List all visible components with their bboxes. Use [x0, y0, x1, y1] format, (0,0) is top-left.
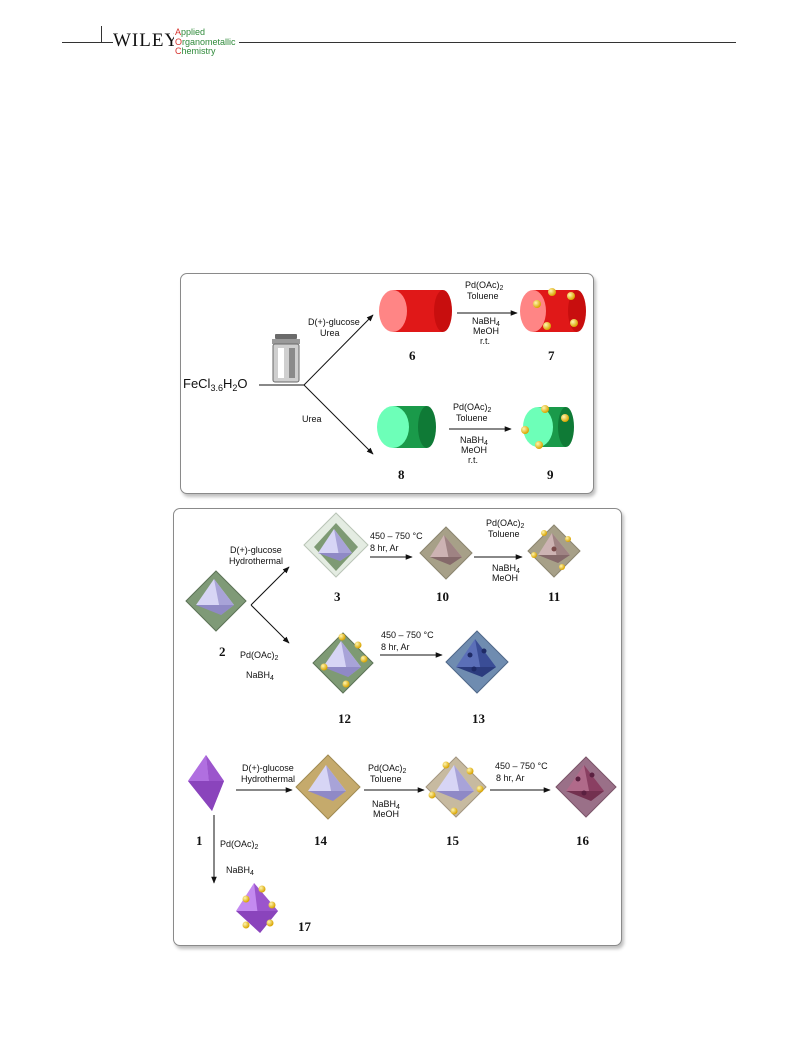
hydrothermal-upper: Hydrothermal — [229, 556, 283, 566]
label-2: 2 — [219, 644, 226, 659]
octahedron-11 — [527, 524, 581, 578]
nabh4-upper: NaBH4 — [472, 316, 500, 328]
rt-lower: r.t. — [468, 455, 478, 465]
hydrothermal-lower: Hydrothermal — [241, 774, 295, 784]
meoh-10-11: MeOH — [492, 573, 518, 583]
octahedron-12 — [312, 632, 374, 694]
scheme-a-panel: FeCl3.6H2O D(+)-glucose Urea Urea 6 Pd(O… — [180, 273, 594, 494]
journal-line-2: Organometallic — [175, 36, 236, 47]
label-15: 15 — [446, 833, 460, 848]
octahedron-2 — [185, 570, 247, 632]
branch-arrow-to-12 — [250, 604, 290, 644]
upper-condition-urea: Urea — [320, 328, 340, 338]
journal-line-3: Chemistry — [175, 46, 216, 56]
scheme-b-panel: 2 D(+)-glucose Hydrothermal Pd(OAc)2 NaB… — [173, 508, 622, 946]
toluene-10-11: Toluene — [488, 529, 520, 539]
reactant-formula: FeCl3.6H2O — [183, 376, 248, 393]
octahedron-3 — [303, 512, 369, 578]
label-7: 7 — [548, 348, 555, 363]
calcination-3-10-atm: 8 hr, Ar — [370, 543, 399, 553]
calcination-3-10-temp: 450 – 750 °C — [370, 531, 423, 541]
label-14: 14 — [314, 833, 328, 848]
red-cylinder-7 — [520, 288, 586, 332]
toluene-14-15: Toluene — [370, 774, 402, 784]
nabh4-14-15: NaBH4 — [372, 799, 400, 811]
calcination-15-16-atm: 8 hr, Ar — [496, 773, 525, 783]
octahedron-16 — [555, 756, 617, 818]
octahedron-17 — [236, 883, 278, 933]
pd-oac-12: Pd(OAc)2 — [240, 650, 279, 662]
label-9: 9 — [547, 467, 554, 482]
calcination-15-16-temp: 450 – 750 °C — [495, 761, 548, 771]
toluene-lower: Toluene — [456, 413, 488, 423]
octahedron-13 — [445, 630, 509, 694]
meoh-upper: MeOH — [473, 326, 499, 336]
meoh-lower: MeOH — [461, 445, 487, 455]
autoclave-icon — [272, 334, 300, 383]
header-rule — [62, 42, 736, 43]
nabh4-10-11: NaBH4 — [492, 563, 520, 575]
green-cylinder-9 — [521, 405, 574, 449]
branch-arrow-to-3 — [250, 566, 290, 606]
pd-oac-14-15: Pd(OAc)2 — [368, 763, 407, 775]
upper-condition-glucose: D(+)-glucose — [308, 317, 360, 327]
red-cylinder-6 — [379, 290, 452, 332]
octahedron-15 — [425, 756, 487, 818]
octahedron-14 — [295, 754, 361, 820]
pd-oac-10-11: Pd(OAc)2 — [486, 518, 525, 530]
pd-oac-lower: Pd(OAc)2 — [453, 402, 492, 414]
label-10: 10 — [436, 589, 449, 604]
label-11: 11 — [548, 589, 560, 604]
label-8: 8 — [398, 467, 405, 482]
pd-oac-17: Pd(OAc)2 — [220, 839, 259, 851]
publisher-logo: WILEY — [113, 30, 182, 51]
label-13: 13 — [472, 711, 486, 726]
nabh4-17: NaBH4 — [226, 865, 254, 877]
nabh4-lower: NaBH4 — [460, 435, 488, 447]
calcination-12-13-temp: 450 – 750 °C — [381, 630, 434, 640]
lower-branch-arrow — [303, 384, 374, 455]
label-16: 16 — [576, 833, 590, 848]
octahedron-1 — [188, 755, 224, 811]
header-tick — [101, 26, 102, 42]
meoh-14-15: MeOH — [373, 809, 399, 819]
nabh4-12: NaBH4 — [246, 670, 274, 682]
journal-name: Applied Organometallic Chemistry — [174, 27, 239, 57]
octahedron-10 — [419, 526, 473, 580]
toluene-upper: Toluene — [467, 291, 499, 301]
label-12: 12 — [338, 711, 351, 726]
label-3: 3 — [334, 589, 341, 604]
label-17: 17 — [298, 919, 312, 934]
calcination-12-13-atm: 8 hr, Ar — [381, 642, 410, 652]
green-cylinder-8 — [377, 406, 436, 448]
glucose-upper: D(+)-glucose — [230, 545, 282, 555]
upper-branch-arrow — [303, 314, 374, 386]
rt-upper: r.t. — [480, 336, 490, 346]
label-1: 1 — [196, 833, 203, 848]
scheme-b-figure: 2 D(+)-glucose Hydrothermal Pd(OAc)2 NaB… — [185, 512, 617, 934]
pd-oac-upper: Pd(OAc)2 — [465, 280, 504, 292]
glucose-lower: D(+)-glucose — [242, 763, 294, 773]
journal-line-1: Applied — [175, 27, 206, 37]
scheme-a-figure: FeCl3.6H2O D(+)-glucose Urea Urea 6 Pd(O… — [183, 280, 586, 482]
lower-condition-urea: Urea — [302, 414, 322, 424]
label-6: 6 — [409, 348, 416, 363]
